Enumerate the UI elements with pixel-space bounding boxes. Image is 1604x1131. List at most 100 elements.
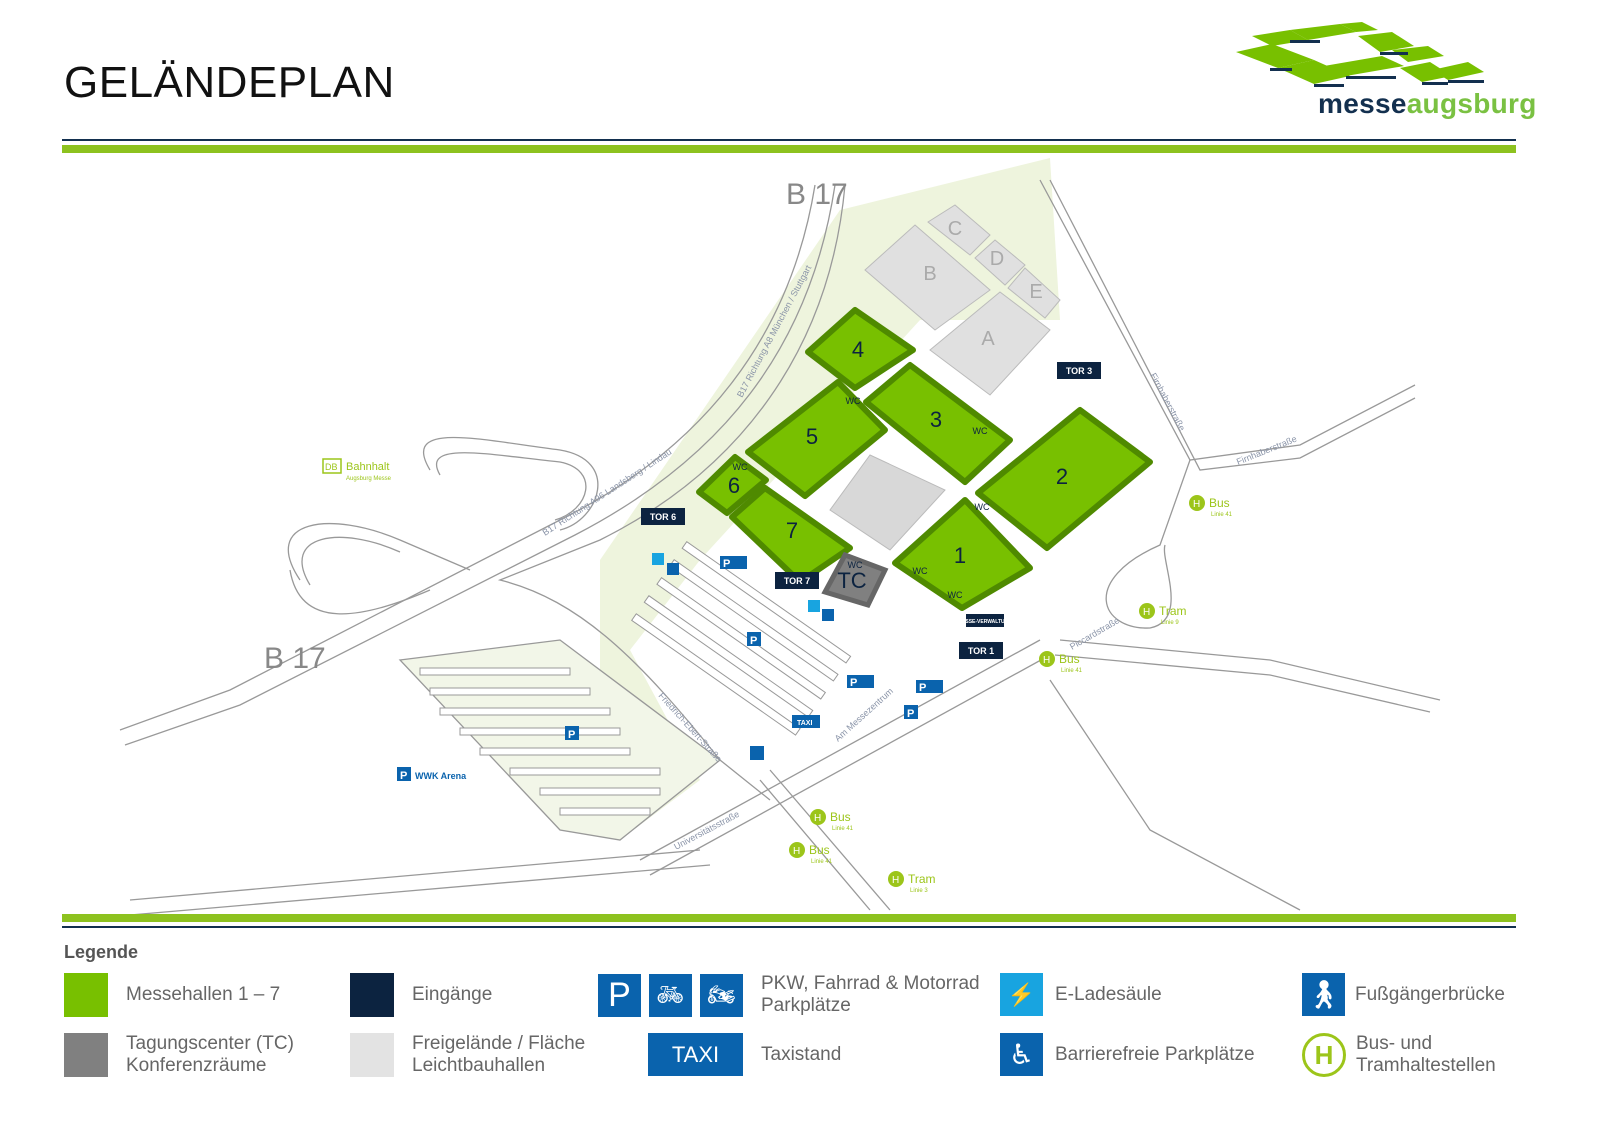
gate-tor-7[interactable]: TOR 7 (784, 576, 810, 586)
stop-line: Linie 3 (910, 888, 928, 894)
parking-rows (419, 540, 852, 816)
legend-bridge: 🚶︎Fußgängerbrücke (1302, 973, 1505, 1016)
accessible-parking-icon (822, 609, 834, 621)
page-title: GELÄNDEPLAN (64, 58, 395, 107)
open-area-c (927, 204, 991, 256)
taxi-sign: TAXI (797, 720, 812, 727)
tc-label: TC (837, 568, 866, 593)
open-areas (829, 204, 1061, 551)
tagungscenter (821, 551, 889, 609)
stop-label: Bus (809, 843, 830, 857)
hall-label-6: 6 (728, 473, 740, 498)
halls (696, 307, 1153, 611)
open-area-d (974, 239, 1026, 286)
bicycle-icon: 🚲︎ (649, 973, 692, 1017)
bahnhalt-label: Bahnhalt (346, 461, 389, 473)
parking-label: P (919, 682, 926, 694)
stop-label: Bus (1059, 652, 1080, 666)
stop-h-icon: H (1302, 1033, 1346, 1077)
stop-label: Bus (830, 810, 851, 824)
gate-tor-1[interactable]: TOR 1 (968, 646, 994, 656)
stop-label: Bus (1209, 496, 1230, 510)
hall-label-3: 3 (930, 407, 942, 432)
parking-label: P (723, 558, 730, 570)
header-rule-green (62, 145, 1516, 153)
messe-augsburg-logo (1236, 22, 1484, 87)
open-area-e (1007, 267, 1061, 319)
stop-icon: H (1193, 499, 1200, 510)
wc-label: WC (973, 426, 988, 436)
gate-tor-3[interactable]: TOR 3 (1066, 366, 1092, 376)
legend-title: Legende (64, 942, 139, 962)
wc-label: WC (733, 462, 748, 472)
legend-accessible: ♿︎Barrierefreie Parkplätze (1000, 1033, 1255, 1076)
stop-line: Linie 41 (1061, 668, 1083, 674)
hall-label-7: 7 (786, 518, 798, 543)
footer-rule-dark (62, 926, 1516, 928)
stop-line: Linie 41 (811, 859, 833, 865)
wwk-arena-label: WWK Arena (415, 771, 467, 781)
area-label-e: E (1029, 281, 1042, 303)
accessible-parking-icon (667, 563, 679, 575)
legend-tc: Tagungscenter (TC)Konferenzräume (64, 1033, 294, 1077)
road-b17-label: B 17 (264, 642, 326, 675)
wc-label: WC (846, 396, 861, 406)
logo-wordmark: messeaugsburg (1318, 88, 1537, 119)
pedestrian-icon: 🚶︎ (1302, 973, 1345, 1016)
parking-label: P (750, 635, 757, 647)
road-label: Firnhaberstraße (1148, 371, 1187, 432)
db-logo-icon (322, 458, 342, 474)
road-label: Piccardstraße (1068, 615, 1121, 651)
parking-label: P (850, 677, 857, 689)
stop-line: Linie 9 (1161, 620, 1179, 626)
road-label: Am Messezentrum (833, 686, 895, 744)
db-logo-text: DB (325, 462, 338, 472)
stop-icon: H (814, 813, 821, 824)
open-area-center (829, 454, 946, 551)
area-label-c: C (948, 218, 962, 240)
parking-label: P (568, 729, 575, 741)
parking-icon: P (598, 973, 641, 1017)
gate-admin[interactable]: MESSE-VERWALTUNG (958, 619, 1012, 625)
hall-1 (892, 497, 1033, 611)
wc-label: WC (948, 590, 963, 600)
hall-2 (975, 407, 1153, 551)
bahnhalt-sub: Augsburg Messe (346, 476, 392, 482)
header-rule-dark (62, 139, 1516, 141)
hall-3 (863, 362, 1013, 485)
charging-icon (808, 600, 820, 612)
legend-charging: ⚡E-Ladesäule (1000, 973, 1162, 1016)
stop-icon: H (1043, 655, 1050, 666)
hall-5 (745, 379, 888, 499)
wc-label: WC (913, 566, 928, 576)
open-area-b (864, 224, 991, 331)
road-b17-label: B 17 (786, 178, 848, 211)
stop-icon: H (793, 846, 800, 857)
hall-label-4: 4 (852, 337, 864, 362)
gates: TOR 3 TOR 6 TOR 7 TOR 1 MESSE-VERWALTUNG (641, 362, 1101, 659)
stop-label: Tram (908, 872, 936, 886)
parking-label: P (400, 770, 407, 782)
wc-label: WC (848, 560, 863, 570)
hall-label-1: 1 (954, 543, 966, 568)
stop-line: Linie 41 (1211, 512, 1233, 518)
area-label-d: D (990, 248, 1004, 270)
hall-6 (696, 454, 769, 516)
hall-label-2: 2 (1056, 464, 1068, 489)
site-map[interactable]: B C D E A 2 1 3 4 5 6 7 TC WC (62, 155, 1516, 915)
charging-station-icon: ⚡ (1000, 973, 1043, 1016)
stop-icon: H (892, 875, 899, 886)
gate-tor-6[interactable]: TOR 6 (650, 512, 676, 522)
stop-label: Tram (1159, 604, 1187, 618)
taxi-icon: TAXI (648, 1033, 743, 1076)
area-label-b: B (923, 263, 936, 285)
area-label-a: A (981, 328, 995, 350)
wc-label: WC (975, 502, 990, 512)
parking-signs (397, 556, 943, 781)
